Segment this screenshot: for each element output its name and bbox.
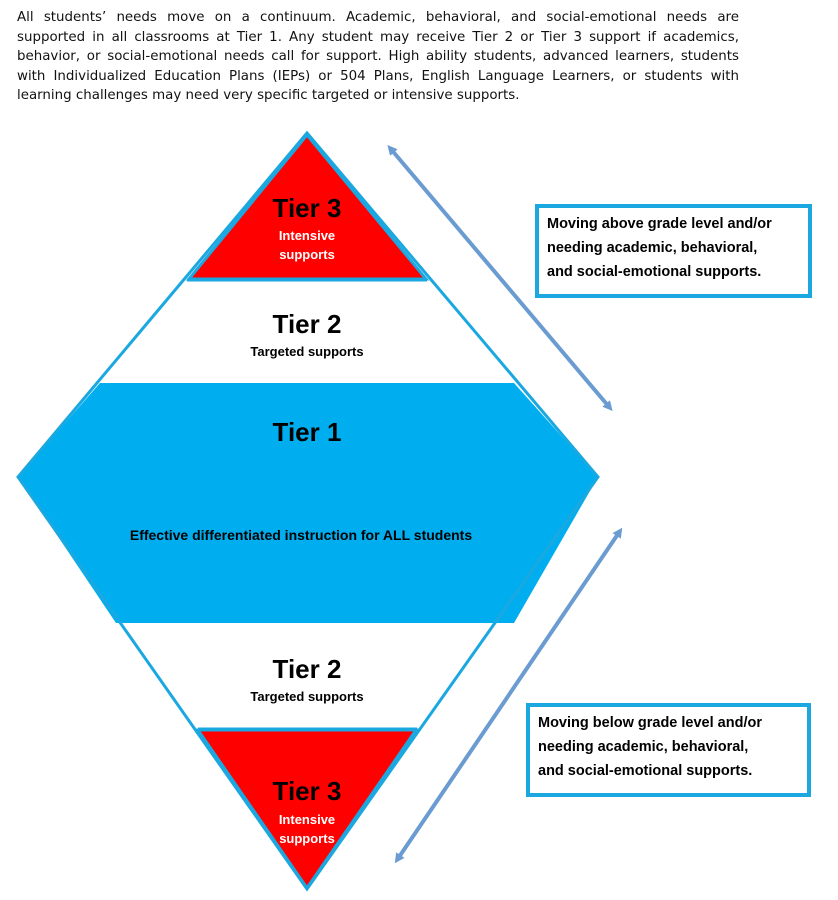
callout-below-grade: Moving below grade level and/or needing … xyxy=(526,703,811,797)
bottom-tier2-subtitle: Targeted supports xyxy=(250,689,363,704)
upper-double-arrow xyxy=(387,144,613,412)
callout-below-line1: Moving below grade level and/or xyxy=(538,715,762,731)
bottom-tier3-section xyxy=(195,728,419,891)
bottom-tier3-title: Tier 3 xyxy=(273,776,342,806)
callout-above-line1: Moving above grade level and/or xyxy=(547,216,772,232)
callout-above-line3: and social-emotional supports. xyxy=(547,264,762,280)
bottom-tier2-title: Tier 2 xyxy=(273,654,342,684)
top-tier2-subtitle: Targeted supports xyxy=(250,344,363,359)
top-tier3-title: Tier 3 xyxy=(273,193,342,223)
intro-paragraph: All students’ needs move on a continuum.… xyxy=(17,10,739,103)
callout-above-line2: needing academic, behavioral, xyxy=(547,240,758,256)
top-tier3-line1: Intensive xyxy=(279,228,335,243)
tier1-title: Tier 1 xyxy=(273,417,342,447)
callout-below-line2: needing academic, behavioral, xyxy=(538,739,749,755)
bottom-tier3-line2: supports xyxy=(279,831,335,846)
callout-above-grade: Moving above grade level and/or needing … xyxy=(535,204,812,298)
top-tier2-title: Tier 2 xyxy=(273,309,342,339)
tier1-subtitle: Effective differentiated instruction for… xyxy=(130,527,472,543)
bottom-tier3-line1: Intensive xyxy=(279,812,335,827)
callout-below-line3: and social-emotional supports. xyxy=(538,763,753,779)
top-tier3-line2: supports xyxy=(279,247,335,262)
lower-double-arrow xyxy=(394,527,623,864)
